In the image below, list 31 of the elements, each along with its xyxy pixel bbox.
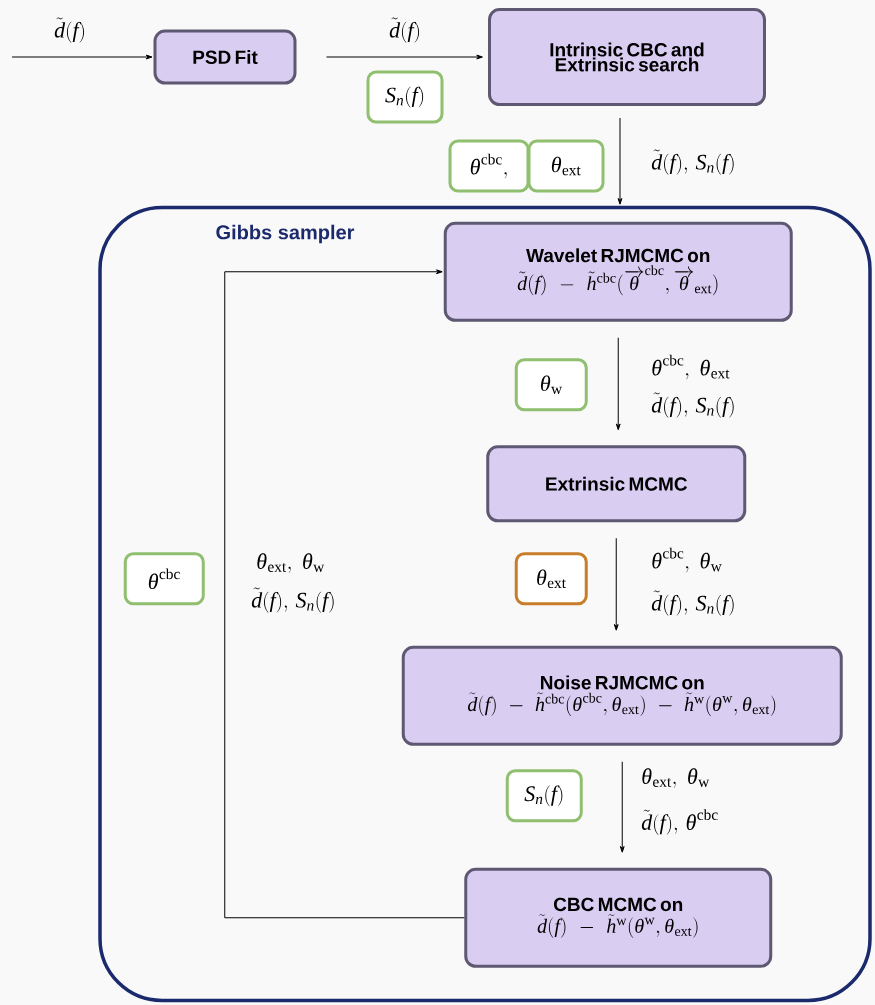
arrow [619, 761, 625, 853]
parameter-box: $S_n(f)$ [366, 70, 444, 124]
arrow [613, 537, 619, 631]
arrow [224, 269, 465, 919]
edge-label: $\theta_{\mathrm{ext}},\ \theta_{\mathrm{w}}$ [255, 552, 326, 574]
process-box: PSD Fit [153, 29, 297, 85]
parameter-box: $\theta_{\mathrm{ext}}$ [527, 139, 605, 193]
parameter-label: $\tilde{d}(f),\, S_n(f)$ [650, 391, 737, 419]
edge-label: $\theta^{\mathrm{cbc}},\ \theta_{\mathrm{w}}$ [650, 546, 724, 574]
parameter-box: $S_n(f)$ [505, 769, 583, 823]
edge-label: $\tilde{d}(f)$ [53, 16, 87, 44]
process-box: Noise RJMCMC on $\tilde{d}(f)-\tilde{h}^{\mathrm{cbc}}(\theta^{\mathrm{cbc}},\theta_{\mathrm{ext}})-\tilde{h}^{\mathrm{w}}(\theta^{\mathrm{w}},\theta_{\mathrm{ext}})$ [401, 645, 843, 746]
parameter-box: $\theta^{\mathrm{cbc}}$ [123, 552, 205, 606]
edge-label: $\tilde{d}(f),\, S_n(f)$ [650, 148, 737, 176]
parameter-label: $\tilde{d}(f),\, S_n(f)$ [650, 589, 737, 617]
edge-label: $\theta^{\mathrm{cbc}},\ \theta_{\mathrm{ext}}$ [650, 353, 731, 381]
edge-label: $\theta_{\mathrm{ext}},\ \theta_{\mathrm{w}}$ [640, 767, 711, 789]
parameter-label: $\tilde{d}(f),\, S_n(f)$ [250, 586, 337, 614]
arrow [326, 54, 483, 60]
edge-label: $\tilde{d}(f)$ [388, 16, 422, 44]
process-box: Wavelet RJMCMC on $\tilde{d}(f)-\tilde{h}^{\mathrm{cbc}}(\overrightarrow{\theta}^{\mathrm{cbc}},\overrightarrow{\theta}_{\mathrm{ext}})$ [443, 221, 793, 322]
parameter-box: $\theta^{\mathrm{cbc}},$ [448, 139, 530, 193]
arrow [615, 337, 621, 431]
parameter-box: $\theta_{\mathrm{w}}$ [514, 358, 588, 412]
process-box: Extrinsic MCMC [486, 445, 747, 523]
parameter-box: $\theta_{\mathrm{ext}}$ [514, 552, 588, 606]
process-box: Intrinsic CBC and Extrinsic search [488, 8, 766, 106]
arrow [11, 54, 153, 60]
process-box: CBC MCMC on $\tilde{d}(f)-\tilde{h}^{\mathrm{w}}(\theta^{\mathrm{w}},\theta_{\mathrm{ext}})$ [464, 867, 773, 968]
parameter-label: $\tilde{d}(f),\, \theta^{\mathrm{cbc}}$ [640, 808, 720, 836]
arrow [617, 117, 623, 205]
